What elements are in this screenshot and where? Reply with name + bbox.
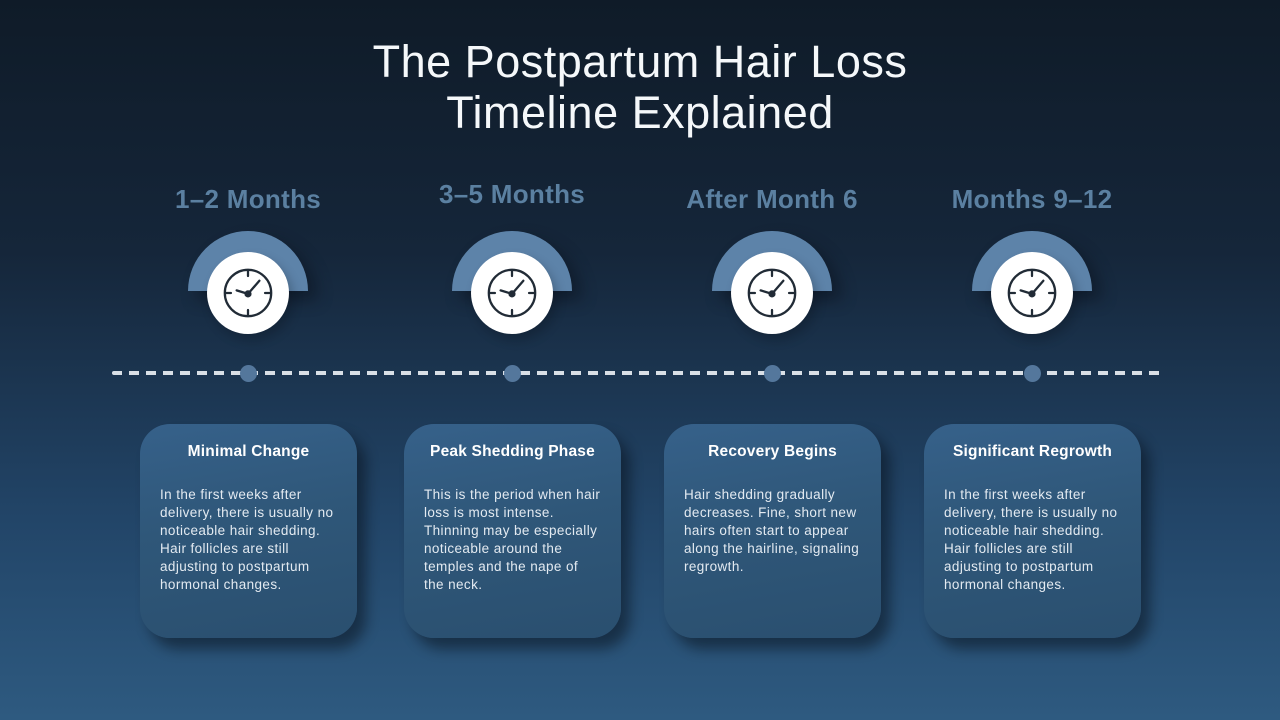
page-title-line2: Timeline Explained: [446, 87, 834, 138]
clock-icon: [487, 268, 537, 318]
card-body: In the first weeks after delivery, there…: [944, 487, 1118, 592]
timeline-dot: [240, 365, 257, 382]
clock-icon: [747, 268, 797, 318]
stage-card: Significant Regrowth In the first weeks …: [924, 424, 1141, 638]
stage-card: Peak Shedding Phase This is the period w…: [404, 424, 621, 638]
clock-badge: [471, 252, 553, 334]
stage-label: Months 9–12: [951, 184, 1113, 214]
timeline-stage-3: After Month 6 Recovery Begins Hair shedd…: [652, 0, 892, 720]
timeline-stage-4: Months 9–12 Significant Regrowth In the …: [912, 0, 1152, 720]
card-title: Significant Regrowth: [953, 443, 1112, 460]
card-body: Hair shedding gradually decreases. Fine,…: [684, 487, 860, 574]
clock-badge: [207, 252, 289, 334]
timeline-dot: [504, 365, 521, 382]
stage-label: After Month 6: [686, 184, 858, 214]
timeline-stage-2: 3–5 Months Peak Shedding Phase This is t…: [392, 0, 632, 720]
timeline-stage-1: 1–2 Months Minimal Change In the first w…: [128, 0, 368, 720]
stage-card: Minimal Change In the first weeks after …: [140, 424, 357, 638]
clock-icon: [223, 268, 273, 318]
card-title: Recovery Begins: [708, 443, 837, 460]
timeline-dot: [764, 365, 781, 382]
page-title-line1: The Postpartum Hair Loss: [372, 36, 908, 87]
card-body: In the first weeks after delivery, there…: [160, 487, 334, 592]
stage-label: 3–5 Months: [438, 179, 586, 209]
card-title: Minimal Change: [187, 443, 310, 460]
timeline-dot: [1024, 365, 1041, 382]
page-title: The Postpartum Hair Loss Timeline Explai…: [0, 36, 1280, 138]
clock-badge: [731, 252, 813, 334]
clock-icon: [1007, 268, 1057, 318]
card-body: This is the period when hair loss is mos…: [424, 487, 601, 592]
stage-label: 1–2 Months: [174, 184, 322, 214]
card-title: Peak Shedding Phase: [430, 443, 595, 460]
clock-badge: [991, 252, 1073, 334]
stage-card: Recovery Begins Hair shedding gradually …: [664, 424, 881, 638]
timeline-line: [112, 371, 1164, 375]
